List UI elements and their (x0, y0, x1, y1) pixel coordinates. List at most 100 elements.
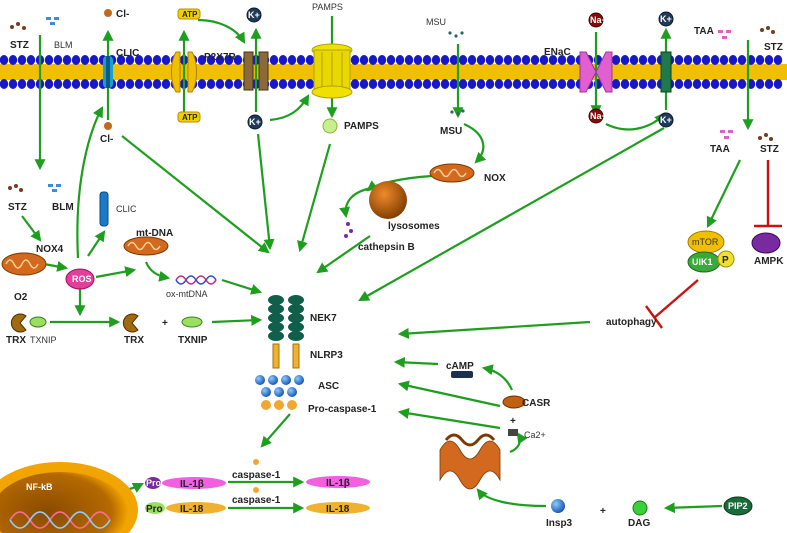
arrow (87, 230, 106, 257)
label-atp: ATP (182, 113, 198, 122)
lipid-head (305, 79, 315, 89)
label-pro: Pro (146, 504, 163, 515)
pro-il1b-icon (145, 477, 226, 489)
lipid-head (278, 79, 288, 89)
arrow (269, 94, 310, 122)
lipid-head (449, 79, 459, 89)
na-ion-icon (588, 12, 604, 124)
label-na: Na+ (590, 111, 607, 121)
camp-icon (451, 371, 473, 378)
k-channel-icon (660, 51, 672, 93)
arrow (463, 122, 487, 164)
arrow (706, 159, 741, 228)
label-stz: STZ (8, 202, 27, 213)
lipid-head (53, 55, 63, 65)
lipid-head (89, 55, 99, 65)
lipid-head (296, 55, 306, 65)
label-k: K+ (660, 115, 672, 125)
label-nf-kb: NF-kB (26, 482, 53, 492)
lipid-head (359, 79, 369, 89)
lipid-head (485, 55, 495, 65)
lipid-head (125, 55, 135, 65)
er-icon (439, 433, 501, 490)
atp-icon (177, 8, 201, 123)
trx-txnip-icon (10, 313, 47, 333)
arrow (211, 314, 263, 326)
nek7-icon (268, 295, 304, 341)
lipid-head (422, 79, 432, 89)
p2x7r-channel-icon (243, 51, 269, 91)
mitochondrion-icon (429, 163, 475, 183)
arrow (221, 278, 263, 295)
lipid-head (404, 79, 414, 89)
label-ox-mtdna: ox-mtDNA (166, 289, 208, 299)
pamps-channel-icon (311, 43, 353, 99)
label-taa: TAA (694, 26, 714, 37)
trx-icon (122, 313, 139, 333)
lipid-head (737, 79, 747, 89)
lipid-head (71, 55, 81, 65)
lipid-head (503, 55, 513, 65)
lipid-head (611, 79, 621, 89)
lipid-head (710, 55, 720, 65)
caspase-dot-icon (253, 459, 259, 465)
label-plus: + (162, 318, 168, 329)
insp3-icon (551, 499, 565, 513)
lipid-head (0, 79, 9, 89)
label-msu: MSU (426, 17, 446, 27)
label-blm: BLM (52, 202, 74, 213)
label-caspase-1: caspase-1 (232, 495, 281, 506)
casr-icon (502, 395, 526, 409)
label-blm: BLM (54, 40, 73, 50)
label-trx: TRX (6, 335, 26, 346)
lipid-head (80, 79, 90, 89)
label-camp: cAMP (446, 361, 474, 372)
lipid-head (215, 79, 225, 89)
lipid-head (512, 79, 522, 89)
label-pamps: PAMPS (312, 2, 343, 12)
arrow (397, 407, 501, 430)
lipid-head (512, 55, 522, 65)
label-enac: ENaC (544, 47, 571, 58)
blm-dots-icon (46, 17, 61, 192)
lipid-head (620, 79, 630, 89)
label-pamps: PAMPS (344, 121, 379, 132)
lipid-head (161, 79, 171, 89)
lipid-head (278, 55, 288, 65)
label-pro-caspase: Pro-caspase-1 (308, 404, 377, 415)
label-k: K+ (248, 10, 260, 20)
lipid-head (449, 55, 459, 65)
lipid-head (755, 55, 765, 65)
lipid-head (71, 79, 81, 89)
lipid-head (548, 79, 558, 89)
lipid-head (233, 55, 243, 65)
lipid-head (485, 79, 495, 89)
lipid-head (26, 55, 36, 65)
lipid-head (620, 55, 630, 65)
lipid-head (8, 55, 18, 65)
stz-dots-icon (8, 22, 775, 192)
lipid-head (44, 55, 54, 65)
label-il18: IL-18 (180, 504, 204, 515)
arrow (339, 186, 373, 219)
arrow (476, 488, 547, 508)
label-p2x7r: P2X7R (204, 52, 236, 63)
dna-icon (175, 275, 217, 285)
nucleus-icon (0, 462, 138, 533)
arrow (663, 502, 723, 514)
label-stz: STZ (760, 144, 779, 155)
lipid-head (206, 55, 216, 65)
lipid-head (53, 79, 63, 89)
label-msu: MSU (440, 126, 462, 137)
cathepsin-dots-icon (344, 222, 353, 238)
mtor-complex-icon (687, 230, 735, 273)
lipid-head (386, 55, 396, 65)
lipid-head (197, 79, 207, 89)
label-caspase-1: caspase-1 (232, 470, 281, 481)
lipid-head (638, 55, 648, 65)
arrow (316, 235, 371, 274)
lipid-head (0, 55, 9, 65)
label-clic: CLIC (116, 48, 139, 59)
lipid-head (386, 79, 396, 89)
label-cathepsin-b: cathepsin B (358, 242, 415, 253)
